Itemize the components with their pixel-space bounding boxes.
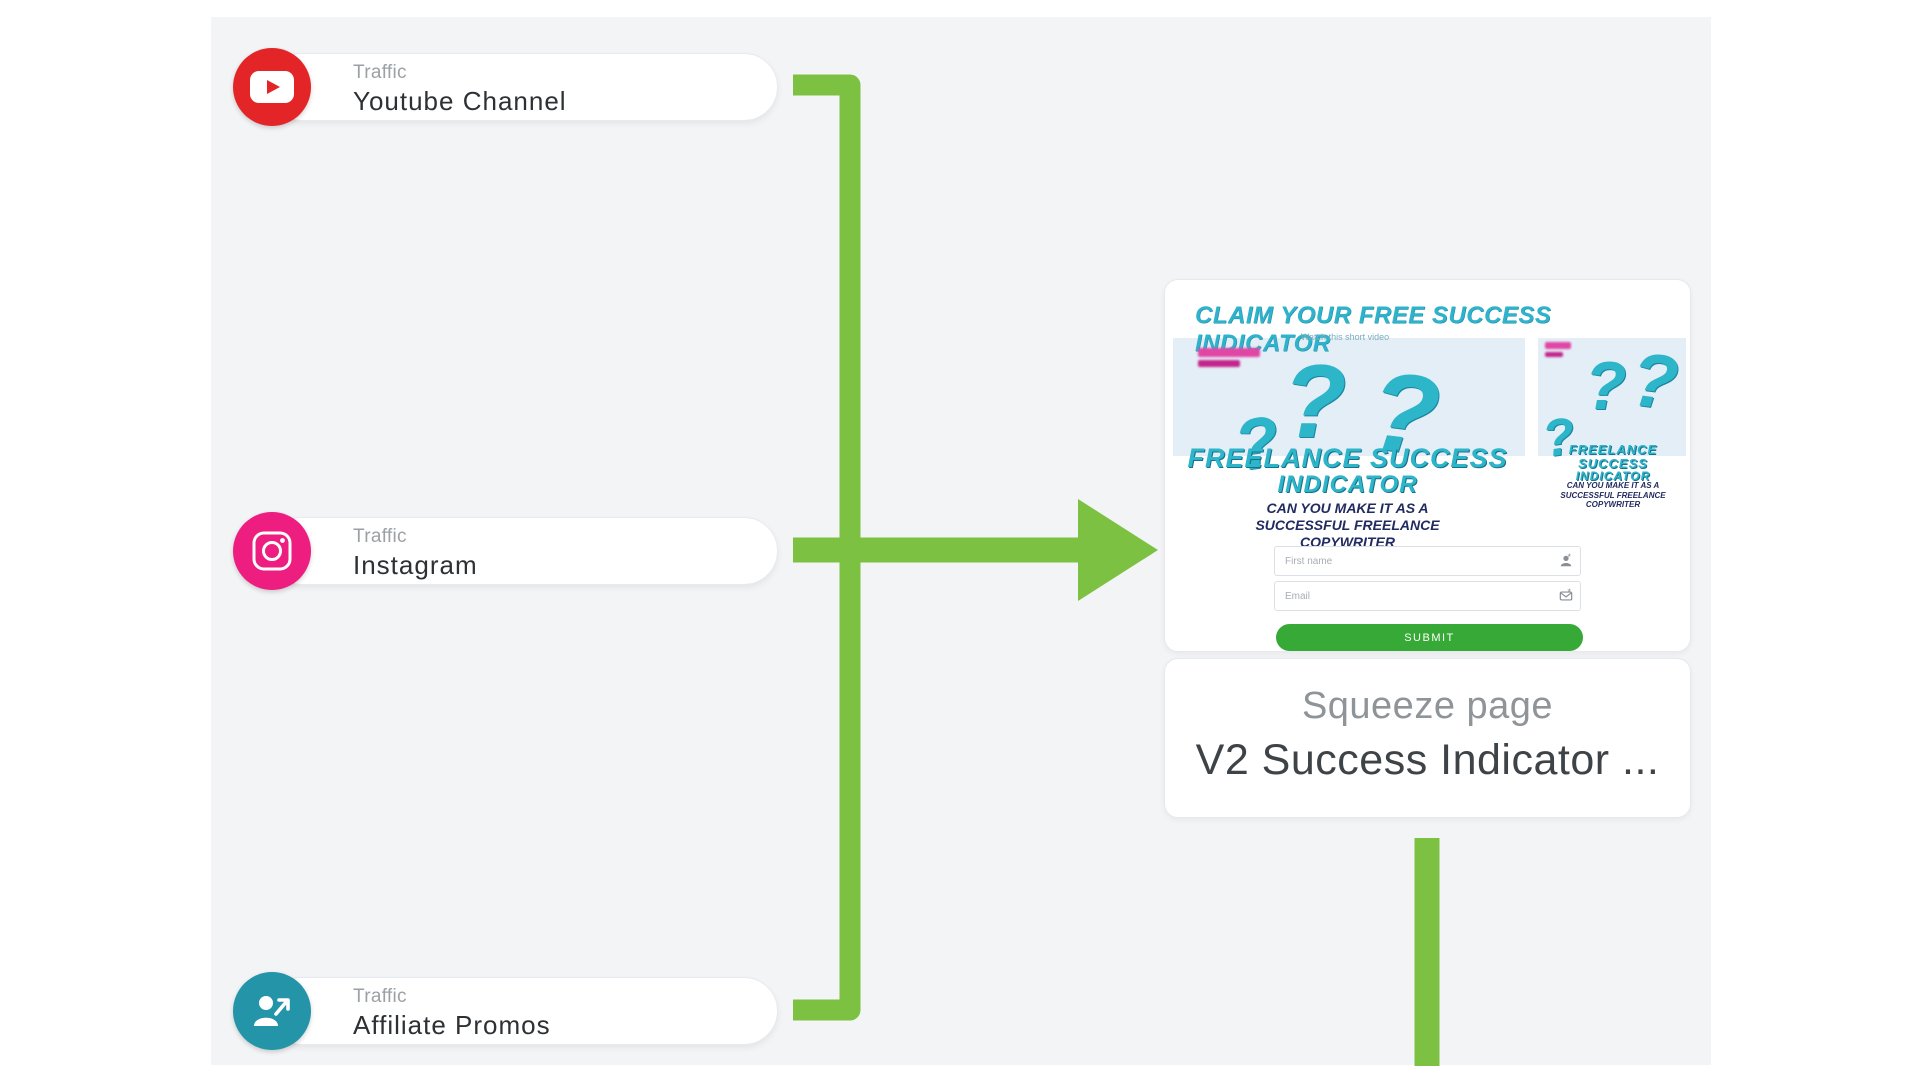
email-field: *: [1274, 581, 1581, 611]
node-text: Traffic Youtube Channel: [353, 62, 567, 117]
squeeze-page-node-label[interactable]: Squeeze page V2 Success Indicator ...: [1164, 658, 1691, 818]
squeeze-page-node-thumbnail[interactable]: CLAIM YOUR FREE SUCCESS INDICATOR Watch …: [1164, 279, 1691, 652]
traffic-node-youtube[interactable]: Traffic Youtube Channel: [233, 48, 778, 126]
instagram-glyph: [252, 531, 292, 571]
email-input: [1275, 582, 1580, 610]
preview-right-panel: [1538, 338, 1686, 456]
node-type-label: Traffic: [353, 986, 407, 1007]
node-name: Youtube Channel: [353, 86, 567, 116]
person-arrow-icon: [233, 972, 311, 1050]
preview-hero-title-small: FREELANCE SUCCESS INDICATOR: [1568, 442, 1658, 484]
submit-button: SUBMIT: [1276, 624, 1583, 651]
person-icon: *: [1559, 552, 1573, 568]
youtube-play-glyph: [250, 71, 294, 103]
required-mark: *: [1567, 552, 1571, 562]
traffic-node-affiliate-promos[interactable]: Traffic Affiliate Promos: [233, 972, 778, 1050]
page-title: V2 Success Indicator ...: [1195, 736, 1660, 784]
question-mark-icon: ?: [1585, 348, 1627, 424]
brand-logo: [1198, 348, 1260, 367]
traffic-node-instagram[interactable]: Traffic Instagram: [233, 512, 778, 590]
youtube-play-icon: [233, 48, 311, 126]
preview-hero-subtitle: CAN YOU MAKE IT AS A SUCCESSFUL FREELANC…: [1255, 500, 1440, 550]
person-arrow-glyph: [254, 996, 290, 1026]
first-name-input: [1275, 547, 1580, 575]
preview-left-panel: [1173, 338, 1525, 456]
preview-headline: CLAIM YOUR FREE SUCCESS INDICATOR: [1195, 302, 1552, 357]
connector-arrowhead-icon: [1078, 499, 1158, 601]
node-name: Affiliate Promos: [353, 1010, 551, 1040]
question-mark-icon: ?: [1626, 336, 1683, 427]
envelope-icon: *: [1559, 587, 1573, 603]
squeeze-page-preview: CLAIM YOUR FREE SUCCESS INDICATOR Watch …: [1165, 280, 1690, 651]
node-text: Traffic Instagram: [353, 526, 478, 581]
brand-logo-small: [1545, 342, 1571, 357]
node-text: Traffic Affiliate Promos: [353, 986, 551, 1041]
required-mark: *: [1567, 587, 1571, 597]
preview-subheadline: Watch this short video: [1300, 332, 1390, 342]
node-type-label: Traffic: [353, 526, 407, 547]
node-type-label: Traffic: [353, 62, 407, 83]
preview-hero-title: FREELANCE SUCCESS INDICATOR: [1187, 443, 1508, 499]
instagram-icon: [233, 512, 311, 590]
first-name-field: *: [1274, 546, 1581, 576]
page-type-label: Squeeze page: [1301, 685, 1554, 727]
question-mark-icon: ?: [1283, 344, 1347, 460]
preview-hero-subtitle-small: CAN YOU MAKE IT AS A SUCCESSFUL FREELANC…: [1560, 481, 1666, 510]
node-name: Instagram: [353, 550, 478, 580]
